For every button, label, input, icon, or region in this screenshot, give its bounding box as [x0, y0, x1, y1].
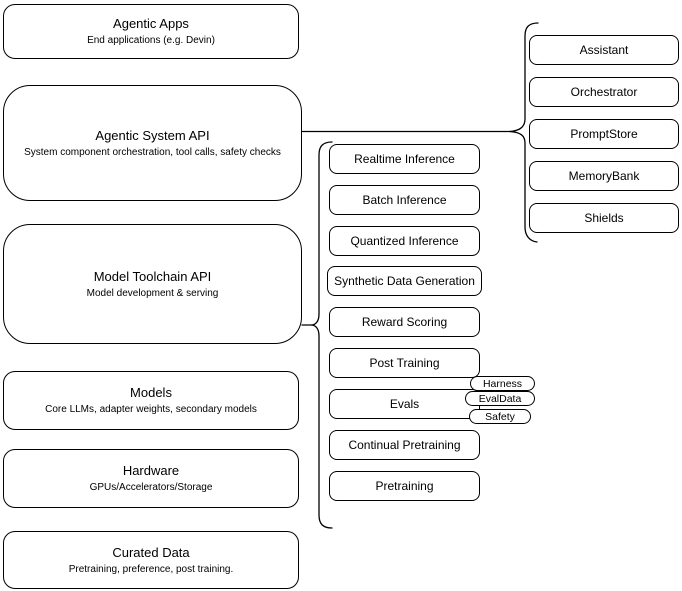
- node-batch-inference: Batch Inference: [329, 185, 480, 215]
- node-memorybank: MemoryBank: [529, 161, 679, 191]
- node-subtitle: End applications (e.g. Devin): [87, 35, 215, 46]
- node-subtitle: Model development & serving: [86, 287, 219, 299]
- agentic-group-brace: [508, 22, 539, 243]
- node-continual-pretraining: Continual Pretraining: [329, 430, 480, 460]
- node-promptstore: PromptStore: [529, 119, 679, 149]
- node-pretraining: Pretraining: [329, 471, 480, 501]
- node-subtitle: Core LLMs, adapter weights, secondary mo…: [45, 404, 257, 415]
- node-assistant: Assistant: [529, 35, 679, 65]
- node-title: Model Toolchain API: [93, 268, 212, 284]
- node-title: Curated Data: [112, 544, 190, 560]
- node-model-toolchain-api: Model Toolchain API Model development & …: [3, 224, 302, 344]
- node-subtitle: GPUs/Accelerators/Storage: [89, 482, 213, 493]
- node-agentic-system-api: Agentic System API System component orch…: [3, 85, 302, 201]
- node-title: Hardware: [122, 463, 180, 478]
- node-quantized-inference: Quantized Inference: [329, 226, 480, 256]
- node-realtime-inference: Realtime Inference: [329, 144, 480, 174]
- toolchain-group-brace: [310, 141, 333, 529]
- node-reward-scoring: Reward Scoring: [329, 307, 480, 337]
- node-subtitle: System component orchestration, tool cal…: [24, 146, 281, 158]
- node-title: Models: [130, 385, 172, 400]
- node-agentic-apps: Agentic Apps End applications (e.g. Devi…: [3, 4, 299, 59]
- node-curated-data: Curated Data Pretraining, preference, po…: [3, 531, 299, 589]
- node-shields: Shields: [529, 203, 679, 233]
- node-synthetic-data-generation: Synthetic Data Generation: [327, 266, 482, 296]
- node-post-training: Post Training: [329, 348, 480, 378]
- pill-evaldata: EvalData: [465, 391, 535, 406]
- node-evals: Evals: [329, 389, 480, 419]
- node-models: Models Core LLMs, adapter weights, secon…: [3, 371, 299, 430]
- pill-safety: Safety: [469, 409, 531, 424]
- node-subtitle: Pretraining, preference, post training.: [68, 563, 234, 575]
- node-title: Agentic System API: [95, 127, 210, 143]
- node-orchestrator: Orchestrator: [529, 77, 679, 107]
- node-hardware: Hardware GPUs/Accelerators/Storage: [3, 449, 299, 508]
- pill-harness: Harness: [470, 376, 535, 391]
- node-title: Agentic Apps: [113, 16, 189, 31]
